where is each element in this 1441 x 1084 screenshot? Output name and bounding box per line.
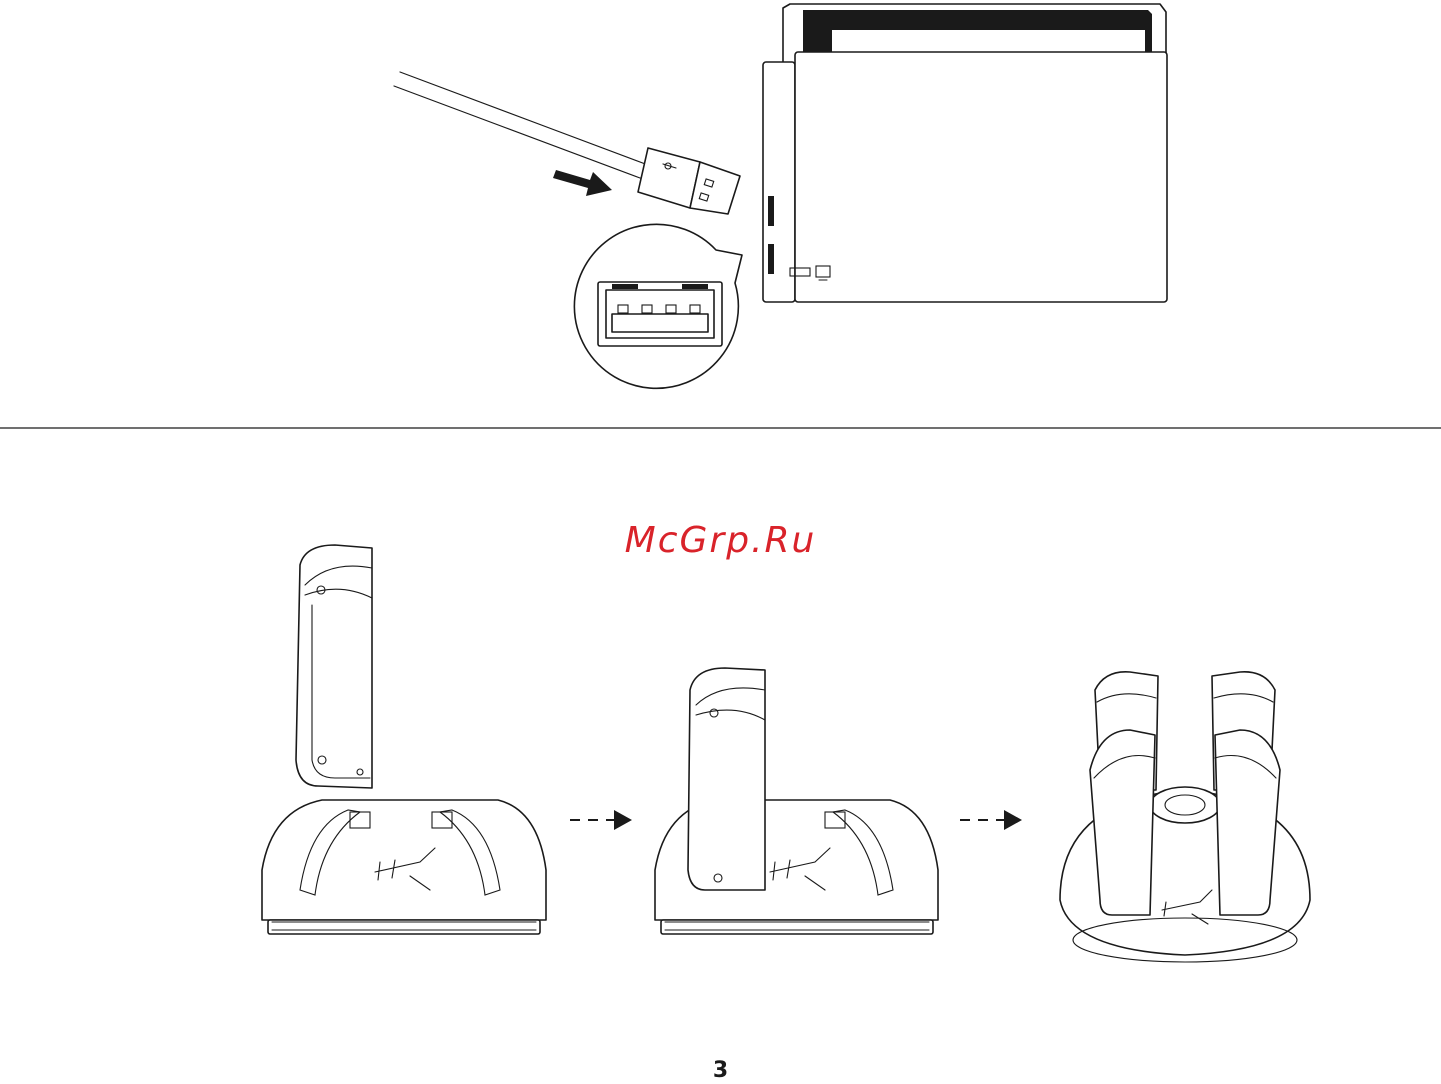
step-3-station (1060, 672, 1310, 962)
next-step-arrow-icon (570, 810, 632, 830)
page-number: 3 (0, 1058, 1441, 1083)
step-2-station (655, 668, 938, 934)
controller-docked (688, 668, 765, 890)
controller-front-left (1090, 730, 1155, 915)
next-step-arrow-icon (960, 810, 1022, 830)
controller-front-right (1215, 730, 1280, 915)
step-1-station (262, 545, 546, 934)
controller-floating (296, 545, 372, 788)
